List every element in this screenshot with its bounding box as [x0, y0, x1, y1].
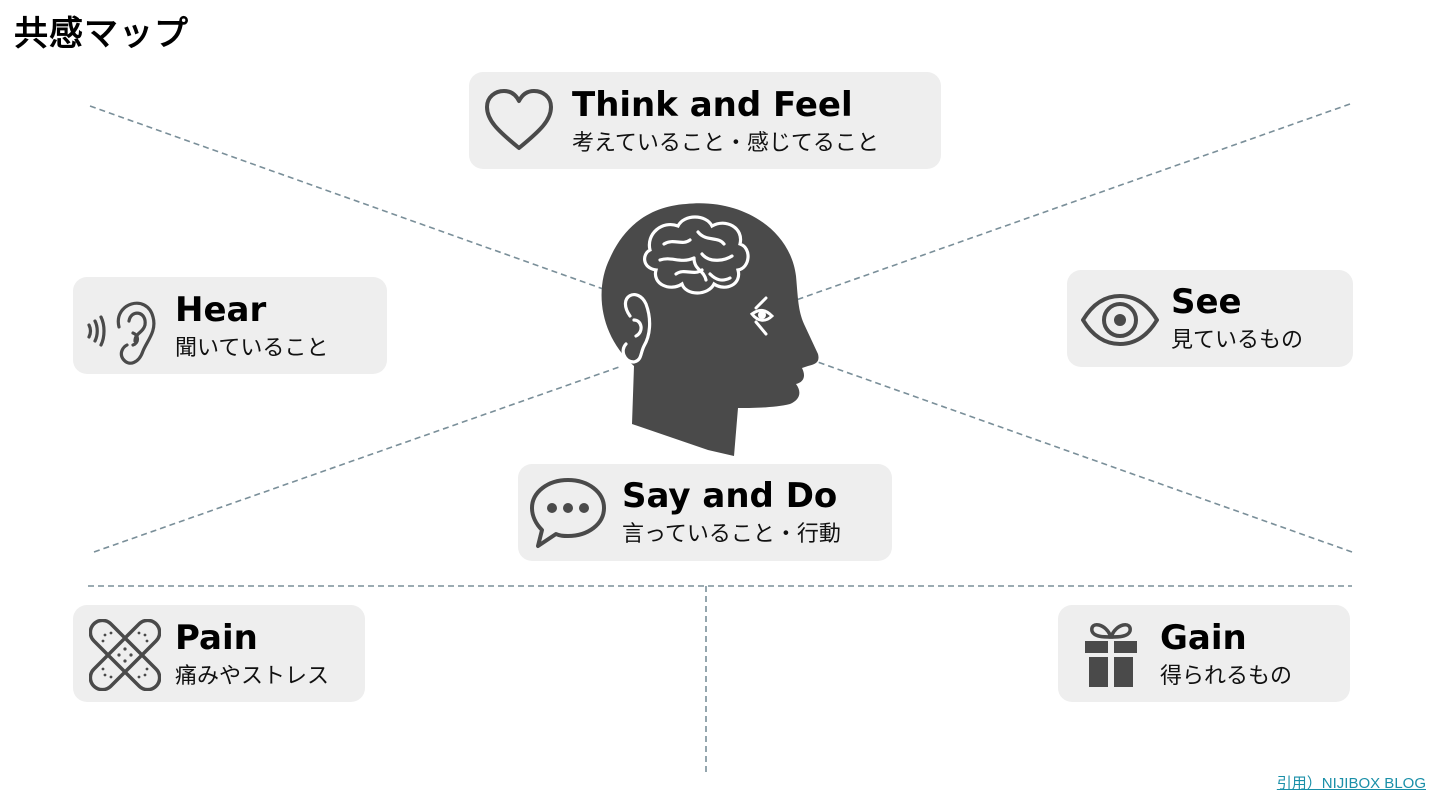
think-feel-subtitle: 考えていること・感じてること — [572, 131, 879, 156]
card-pain: Pain 痛みやストレス — [73, 605, 365, 702]
speech-bubble-icon — [530, 478, 606, 548]
card-see: See 見ているもの — [1067, 270, 1353, 367]
pain-subtitle: 痛みやストレス — [175, 664, 330, 689]
hear-title: Hear — [175, 290, 267, 330]
page-title: 共感マップ — [14, 14, 189, 54]
heart-icon — [485, 89, 553, 150]
pain-title: Pain — [175, 618, 258, 658]
think-feel-title: Think and Feel — [572, 85, 853, 125]
eye-icon — [1081, 294, 1159, 346]
ear-icon — [87, 301, 156, 365]
gain-title: Gain — [1160, 618, 1247, 658]
see-subtitle: 見ているもの — [1171, 328, 1304, 353]
gain-subtitle: 得られるもの — [1160, 664, 1293, 689]
card-think-and-feel: Think and Feel 考えていること・感じてること — [469, 72, 941, 169]
bandage-icon — [89, 619, 161, 691]
say-do-title: Say and Do — [622, 476, 838, 516]
card-gain: Gain 得られるもの — [1058, 605, 1350, 702]
card-say-and-do: Say and Do 言っていること・行動 — [518, 464, 892, 561]
head-icon — [601, 203, 819, 456]
see-title: See — [1171, 282, 1242, 322]
credit-link[interactable]: 引用）NIJIBOX BLOG — [1276, 775, 1426, 792]
hear-subtitle: 聞いていること — [175, 336, 329, 361]
say-do-subtitle: 言っていること・行動 — [622, 522, 841, 547]
card-hear: Hear 聞いていること — [73, 277, 387, 374]
gift-icon — [1085, 623, 1137, 687]
